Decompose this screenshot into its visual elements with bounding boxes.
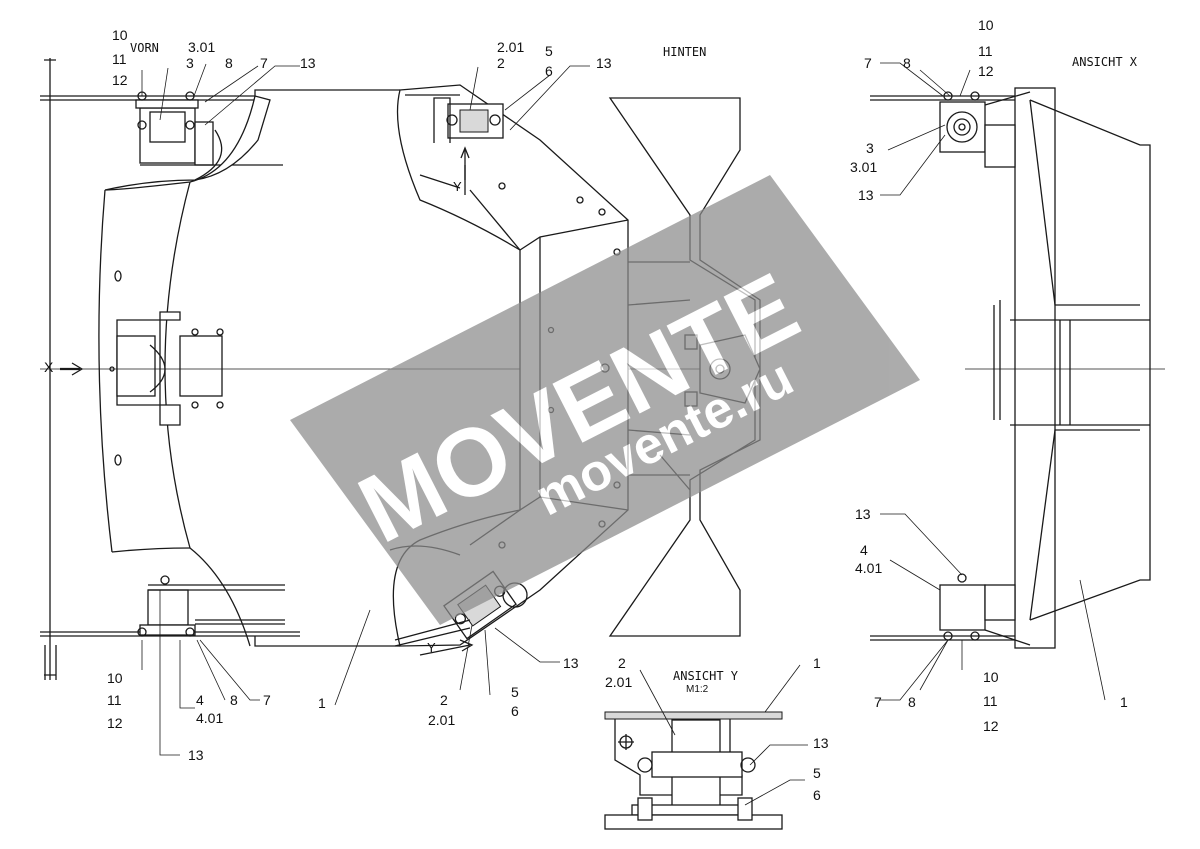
x-marker: X	[44, 359, 54, 375]
callout-2-bottom-center: 2	[440, 692, 448, 708]
view-y-drawing	[604, 711, 783, 830]
callout-10-view-x-top: 10	[978, 17, 994, 33]
callout-1-view-x: 1	[1120, 694, 1128, 710]
watermark: MOVENTE movente.ru	[290, 175, 920, 625]
callout-401-bottom-left: 4.01	[196, 710, 223, 726]
callout-13-view-x-top: 13	[858, 187, 874, 203]
callout-301-view-x: 3.01	[850, 159, 877, 175]
callout-13-view-y: 13	[813, 735, 829, 751]
rear-label: HINTEN	[663, 45, 706, 59]
callout-7-top-left: 7	[260, 55, 268, 71]
callout-11-view-x-top: 11	[978, 43, 993, 59]
callout-12-bottom-left: 12	[107, 715, 123, 731]
callout-7-view-x-top: 7	[864, 55, 872, 71]
callout-6-view-y: 6	[813, 787, 821, 803]
callout-3-top-left: 3	[186, 55, 194, 71]
view-y-label: ANSICHT Y	[673, 669, 739, 683]
callout-6-top-center: 6	[545, 63, 553, 79]
view-y-scale: M1:2	[686, 684, 709, 695]
callout-5-top-center: 5	[545, 43, 553, 59]
callout-13-bottom-left: 13	[188, 747, 204, 763]
callout-4-bottom-left: 4	[196, 692, 204, 708]
callout-11-top-left: 11	[112, 51, 127, 67]
callout-12-view-x-bottom: 12	[983, 718, 999, 734]
callout-201-top-center: 2.01	[497, 39, 524, 55]
view-x-drawing	[870, 87, 1165, 649]
leader-lines	[141, 62, 1106, 806]
callout-12-view-x-top: 12	[978, 63, 994, 79]
callout-7-view-x-bottom: 7	[874, 694, 882, 710]
callout-5-view-y: 5	[813, 765, 821, 781]
callout-8-top-left: 8	[225, 55, 233, 71]
callout-12-top-left: 12	[112, 72, 128, 88]
callout-11-bottom-left: 11	[107, 692, 122, 708]
callout-301-top-left: 3.01	[188, 39, 215, 55]
callout-2-view-y: 2	[618, 655, 626, 671]
callout-201-bottom-center: 2.01	[428, 712, 455, 728]
callout-8-view-x-top: 8	[903, 55, 911, 71]
callout-3-view-x: 3	[866, 140, 874, 156]
callout-8-view-x-bottom: 8	[908, 694, 916, 710]
y-marker-top: Y	[453, 179, 462, 194]
callout-13-view-x-bottom: 13	[855, 506, 871, 522]
callout-13-top-left: 13	[300, 55, 316, 71]
callout-10-bottom-left: 10	[107, 670, 123, 686]
callout-8-bottom-left: 8	[230, 692, 238, 708]
view-x-label: ANSICHT X	[1072, 55, 1138, 69]
callout-11-view-x-bottom: 11	[983, 693, 998, 709]
callout-6-bottom-center: 6	[511, 703, 519, 719]
y-marker-bottom: Y	[427, 640, 436, 655]
callout-1-bottom-left: 1	[318, 695, 326, 711]
part-labels: 10 11 12 VORN 3.01 3 8 7 13 2.01 2 5 6 1…	[44, 17, 1138, 803]
callout-201-view-y: 2.01	[605, 674, 632, 690]
front-label: VORN	[130, 41, 159, 55]
callout-5-bottom-center: 5	[511, 684, 519, 700]
watermark-banner	[290, 175, 920, 625]
callout-1-view-y: 1	[813, 655, 821, 671]
callout-401-view-x: 4.01	[855, 560, 882, 576]
callout-2-top-center: 2	[497, 55, 505, 71]
callout-13-bottom-center: 13	[563, 655, 579, 671]
callout-10-top-left: 10	[112, 27, 128, 43]
callout-7-bottom-left: 7	[263, 692, 271, 708]
callout-10-view-x-bottom: 10	[983, 669, 999, 685]
callout-13-top-center: 13	[596, 55, 612, 71]
callout-4-view-x: 4	[860, 542, 868, 558]
